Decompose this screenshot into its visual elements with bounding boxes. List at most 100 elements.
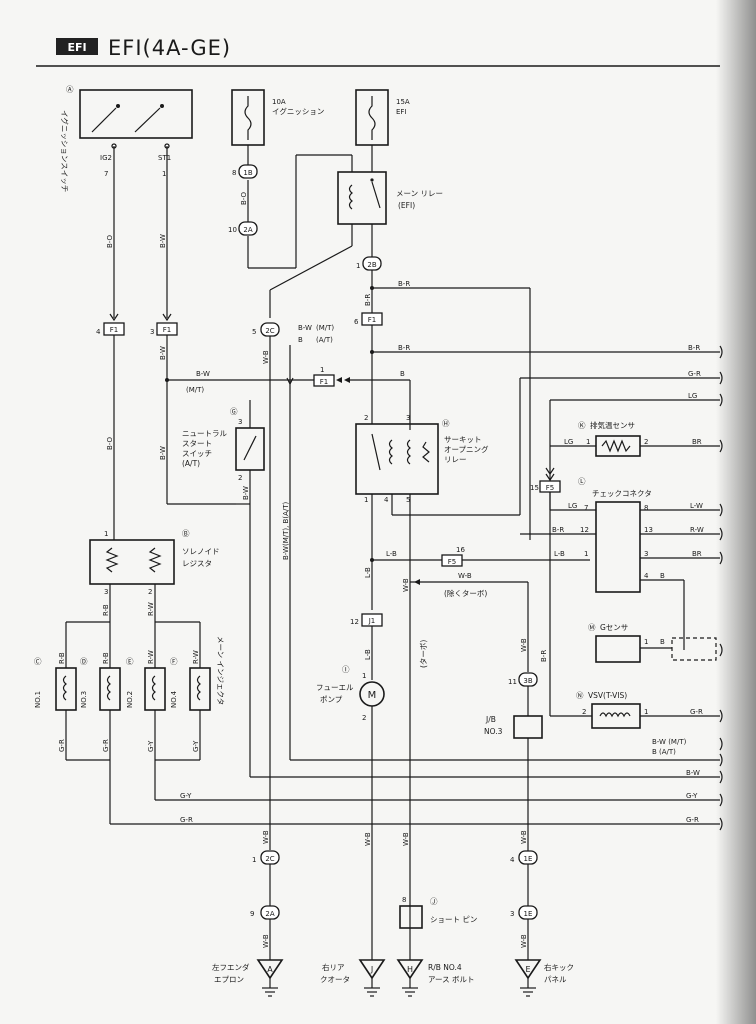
diagram-label: Ⓐ: [66, 85, 74, 94]
connector-f1-mid: 3 F1: [150, 313, 178, 336]
diagram-label: 2A: [243, 226, 252, 234]
diagram-label: R-B: [102, 652, 110, 664]
diagram-label: LG: [568, 502, 577, 510]
connector-f1-left: 4 F1: [96, 313, 125, 336]
diagram-label: 2: [362, 714, 366, 722]
diagram-label: 1: [320, 366, 324, 374]
connector-1b: 8 1B: [232, 164, 258, 179]
connector-j1: 12 J1: [350, 613, 383, 627]
diagram-label: G-R: [690, 708, 703, 716]
diagram-label: NO.2: [126, 691, 134, 708]
diagram-label: B: [660, 638, 665, 646]
diagram-label: F1: [163, 326, 171, 334]
page-edge-shadow: [716, 0, 756, 1024]
diagram-label: W-B: [520, 934, 528, 948]
diagram-label: 1: [162, 170, 166, 178]
diagram-label: 4: [644, 572, 649, 580]
diagram-label: R-W: [192, 650, 200, 664]
diagram-label: B: [660, 572, 665, 580]
diagram-label: 3: [644, 550, 648, 558]
diagram-label: L-B: [364, 567, 372, 578]
diagram-label: B-R: [398, 280, 410, 288]
diagram-label: 1: [644, 638, 648, 646]
diagram-label: R/B NO.4: [428, 963, 462, 972]
diagram-label: リレー: [444, 455, 467, 464]
diagram-label: 3: [238, 418, 242, 426]
diagram-label: W-B: [520, 638, 528, 652]
diagram-label: チェックコネクタ: [592, 489, 652, 498]
diagram-label: 2: [238, 474, 242, 482]
diagram-label: 1: [356, 262, 360, 270]
diagram-label: フューエル: [316, 683, 354, 692]
ground-h: H R/B NO.4 アース ボルト: [396, 959, 475, 997]
diagram-label: 8: [644, 504, 648, 512]
check-connector: Ⓛ チェックコネクタ 7 8 12 13 1 3 4: [578, 477, 653, 593]
diagram-label: 4: [384, 496, 389, 504]
diagram-label: Ⓛ: [578, 477, 586, 486]
diagram-label: F1: [110, 326, 118, 334]
diagram-label: G-Y: [180, 792, 192, 800]
diagram-label: Ⓕ: [170, 657, 178, 666]
diagram-label: R-B: [58, 652, 66, 664]
diagram-label: 13: [644, 526, 653, 534]
diagram-label: 2: [148, 588, 152, 596]
diagram-label: IG2: [100, 154, 112, 162]
main-relay: メーン リレー (EFI): [337, 171, 443, 225]
diagram-label: 2C: [265, 327, 274, 335]
diagram-label: W-B: [520, 830, 528, 844]
injector-no3: Ⓓ NO.3: [80, 657, 121, 711]
diagram-label: B-R: [540, 650, 548, 662]
diagram-label: 15A: [396, 98, 410, 106]
diagram-label: 左フエンダ: [212, 962, 250, 972]
diagram-label: 右リア: [322, 962, 345, 972]
exhaust-temp-sensor: Ⓚ 排気温センサ 1 2: [578, 420, 648, 457]
diagram-label: (EFI): [398, 201, 415, 210]
solenoid-resistor: Ⓑ ソレノイド レジスタ 1 3 2: [89, 529, 220, 596]
connector-2a-top: 10 2A: [228, 221, 258, 236]
efi-badge: [56, 38, 98, 55]
connector-f5-upper: 15 F5: [530, 467, 561, 493]
diagram-label: F1: [320, 378, 328, 386]
ground-e: E 右キック パネル: [514, 959, 574, 997]
diagram-label: F5: [448, 558, 456, 566]
diagram-label: Ⓗ: [442, 419, 450, 428]
connector-f1-right: 6 F1: [354, 312, 383, 326]
injector-no2: Ⓔ NO.2: [126, 657, 166, 711]
diagram-label: スタート: [182, 439, 212, 448]
diagram-label: アース ボルト: [428, 975, 475, 984]
diagram-label: G-Y: [686, 792, 698, 800]
injector-no1: Ⓒ NO.1: [34, 657, 77, 711]
diagram-label: B-O: [106, 234, 114, 248]
diagram-label: 5: [406, 496, 410, 504]
g-sensor: Ⓜ Gセンサ 1: [588, 623, 648, 663]
diagram-label: 1B: [243, 169, 252, 177]
diagram-label: L-W: [690, 502, 703, 510]
fuse-15a: 15A EFI: [355, 89, 410, 146]
diagram-label: F5: [546, 484, 554, 492]
diagram-label: Ⓖ: [230, 407, 238, 416]
diagram-label: オープニング: [444, 444, 489, 454]
wire-label: B-O: [240, 191, 248, 205]
injector-label: メーン インジェクタ: [216, 636, 225, 705]
diagram-label: 2B: [367, 261, 376, 269]
connector-2a-bottom: 9 2A: [250, 905, 280, 920]
diagram-label: Gセンサ: [600, 623, 628, 632]
diagram-label: 7: [104, 170, 108, 178]
diagram-label: EFI: [396, 108, 407, 116]
diagram-label: L-B: [386, 550, 397, 558]
diagram-label: B-W: [686, 769, 700, 777]
efi-badge-text: EFI: [67, 41, 86, 54]
injector-no4: Ⓕ NO.4: [170, 657, 211, 711]
connector-1e-bottom: 3 1E: [510, 905, 538, 920]
diagram-label: M: [368, 690, 377, 701]
diagram-label: 2: [644, 438, 648, 446]
diagram-label: E: [525, 965, 530, 974]
diagram-label: ST1: [158, 154, 171, 162]
diagram-label: 6: [354, 318, 359, 326]
diagram-label: LG: [564, 438, 573, 446]
diagram-label: 8: [232, 169, 236, 177]
diagram-label: イグニッション: [272, 106, 324, 116]
diagram-label: エプロン: [214, 975, 244, 984]
diagram-label: (除くターボ): [444, 588, 487, 598]
